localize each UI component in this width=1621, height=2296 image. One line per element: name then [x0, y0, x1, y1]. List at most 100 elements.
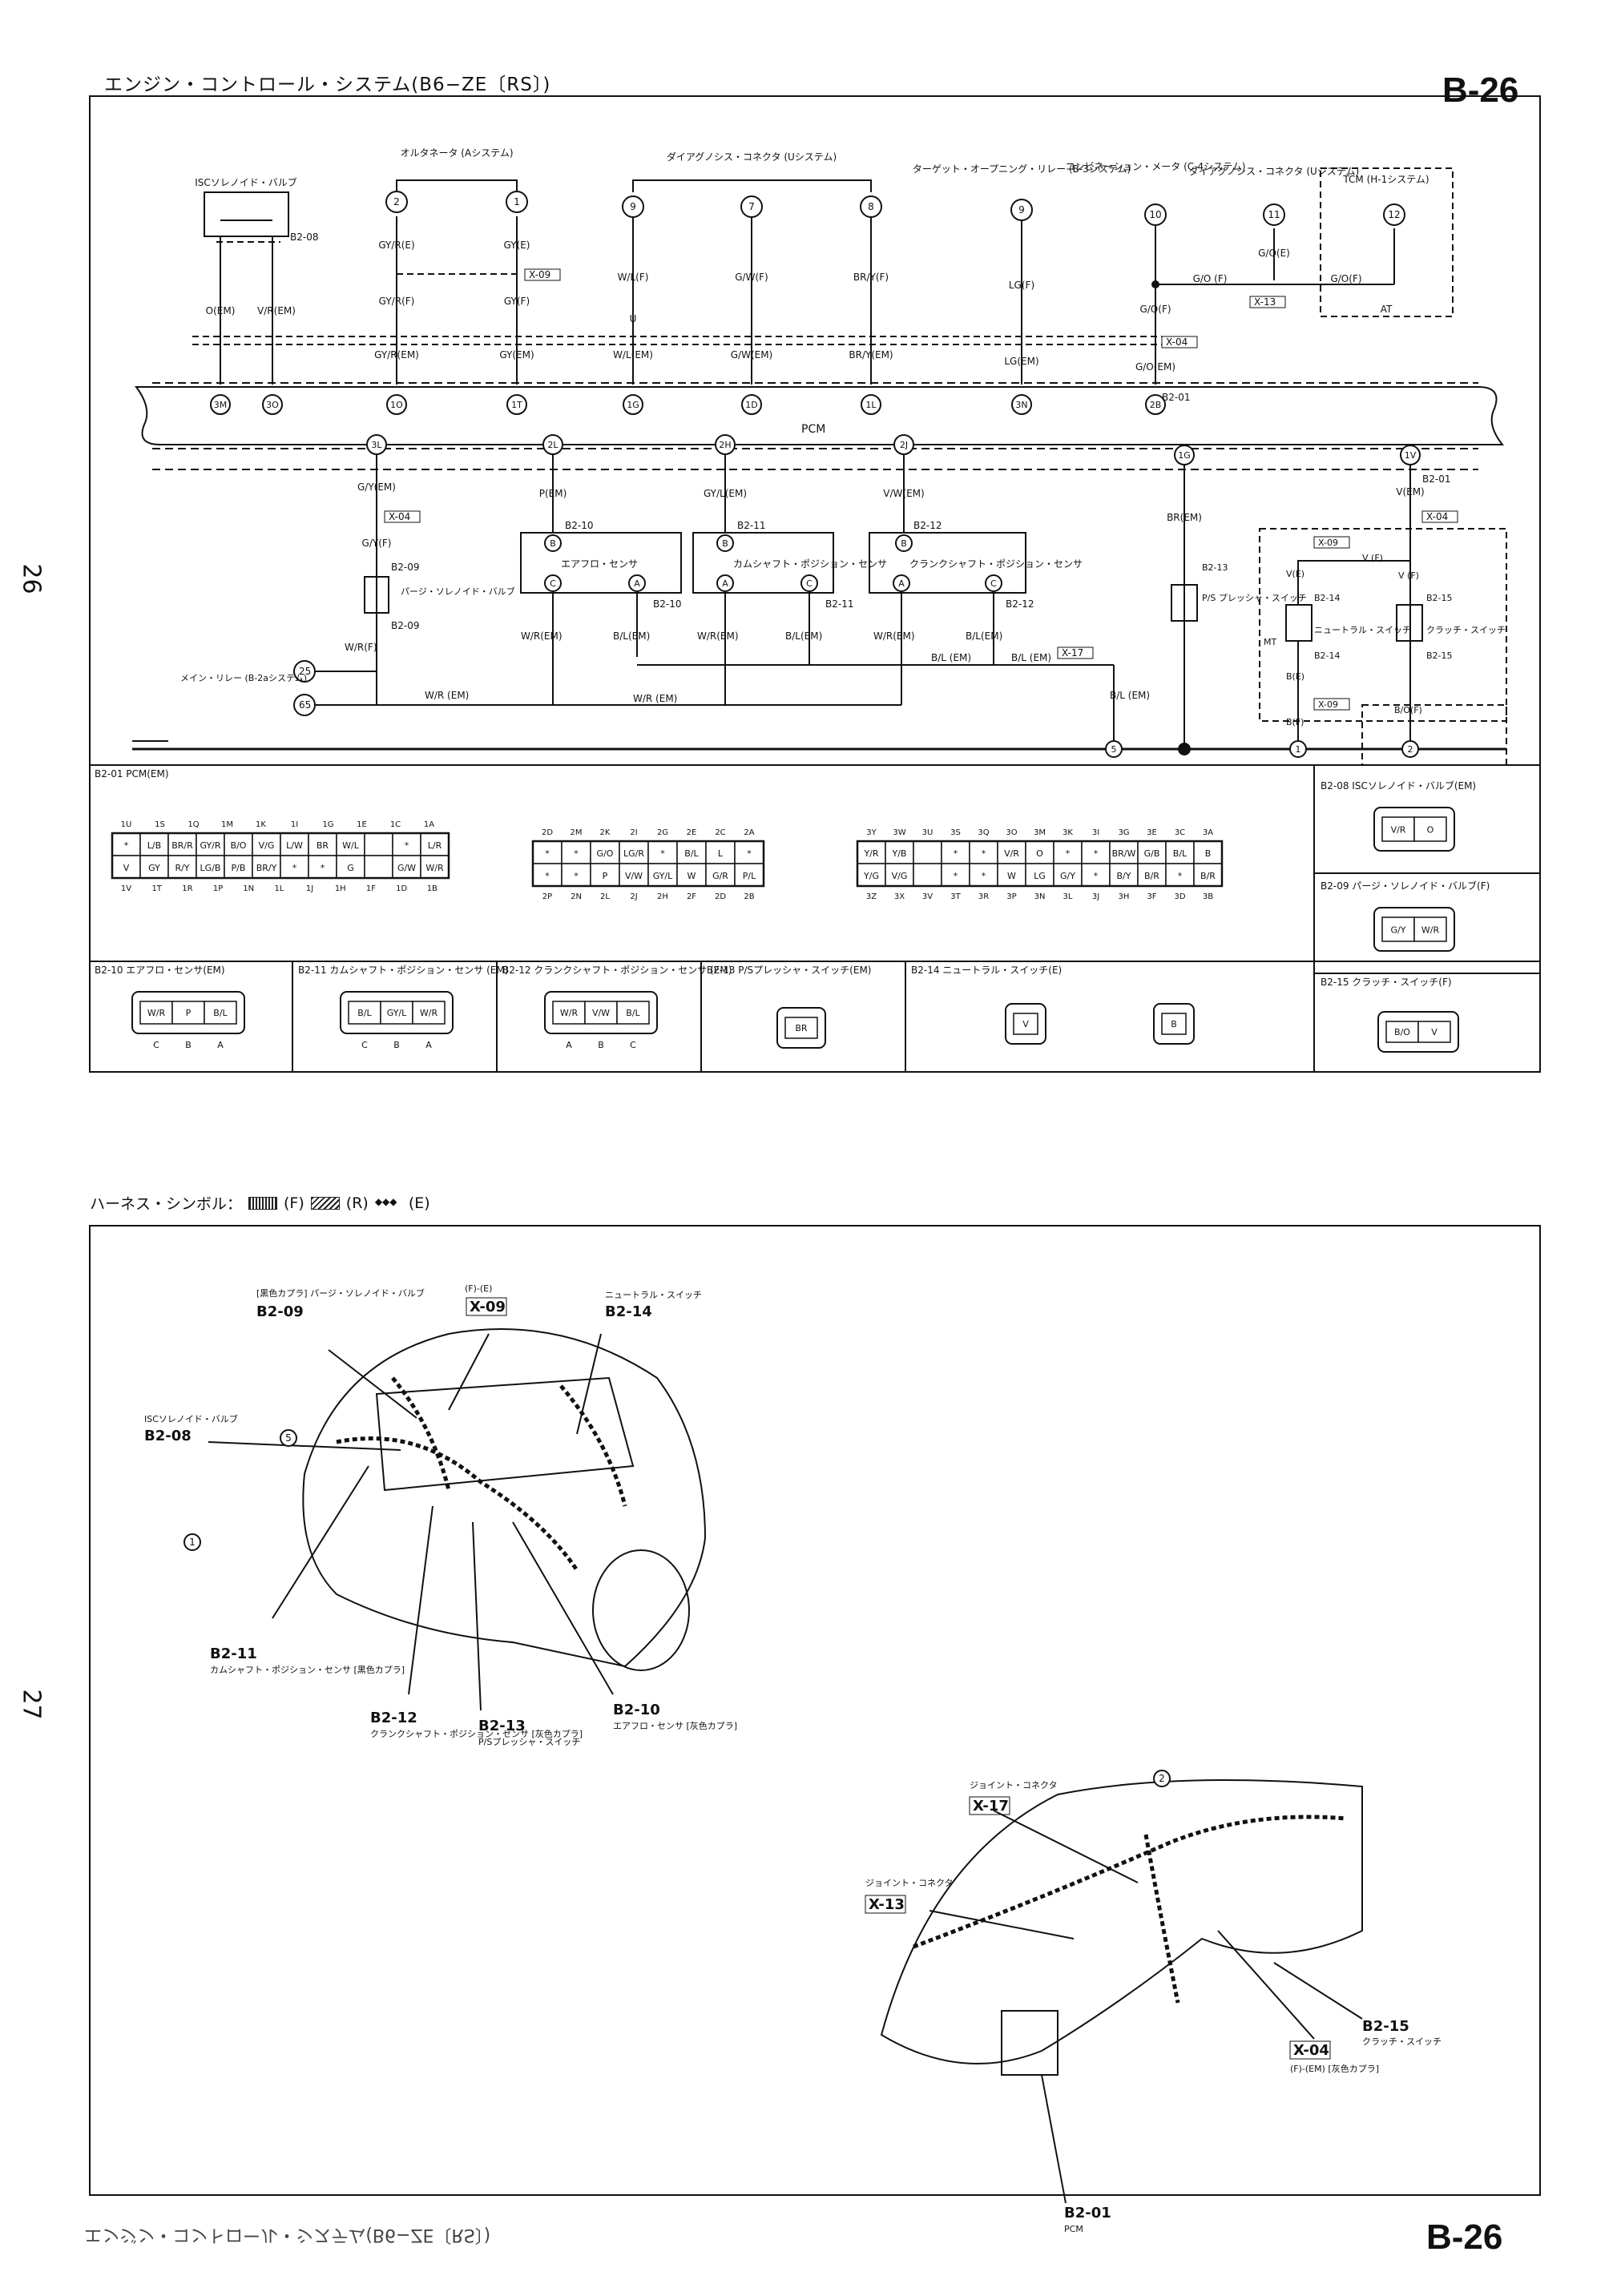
- svg-text:BR/Y(F): BR/Y(F): [853, 272, 889, 283]
- pin-value: W/R: [147, 1008, 166, 1018]
- svg-text:ジョイント・コネクタ: ジョイント・コネクタ: [865, 1878, 954, 1888]
- svg-text:B2-10: B2-10: [613, 1702, 660, 1718]
- pin-number: 3K: [1063, 828, 1073, 837]
- pin-value: W/R: [425, 863, 444, 873]
- purge-solenoid-box: [364, 576, 389, 614]
- pin-value: G/O: [597, 848, 614, 859]
- pin-value: V/G: [259, 840, 275, 851]
- pin-number: 3Q: [978, 828, 989, 837]
- svg-text:B2-12: B2-12: [913, 520, 942, 531]
- svg-text:X-09: X-09: [1318, 699, 1338, 710]
- svg-text:BR/Y(EM): BR/Y(EM): [849, 349, 893, 361]
- pin-value: *: [660, 848, 665, 859]
- pin-value: *: [574, 848, 579, 859]
- pin-value: R/Y: [175, 863, 189, 873]
- svg-text:BR(EM): BR(EM): [1167, 512, 1202, 523]
- svg-text:カムシャフト・ポジション・センサ: カムシャフト・ポジション・センサ: [733, 558, 887, 570]
- pin-number: 2K: [600, 828, 611, 837]
- pin-number: 3Z: [866, 892, 877, 901]
- pin-number: 3H: [1119, 892, 1130, 901]
- svg-text:P/S プレッシャ・スイッチ: P/S プレッシャ・スイッチ: [1202, 593, 1307, 603]
- pin-value: G/W: [397, 863, 416, 873]
- svg-text:X-09: X-09: [470, 1299, 506, 1315]
- svg-text:G/W(F): G/W(F): [735, 272, 768, 283]
- pin-value: BR/Y: [256, 863, 277, 873]
- pin-number: 3X: [894, 892, 905, 901]
- pin-number: 3C: [1175, 828, 1185, 837]
- svg-text:B2-13: B2-13: [1202, 562, 1228, 573]
- svg-text:エアフロ・センサ: エアフロ・センサ: [561, 558, 638, 570]
- isc-name: ISCソレノイド・バルブ: [195, 176, 297, 188]
- pin-number: 3V: [922, 892, 933, 901]
- svg-text:ISCソレノイド・バルブ: ISCソレノイド・バルブ: [144, 1413, 238, 1424]
- pin-value: V: [1022, 1019, 1029, 1029]
- pin-value: Y/R: [863, 848, 878, 859]
- pin-number: 1P: [213, 884, 223, 893]
- pin-letter: B: [598, 1040, 604, 1050]
- pin-value: L/R: [428, 840, 442, 851]
- pin-number: 3A: [1203, 828, 1213, 837]
- engine-bay-outline: [302, 1328, 707, 1668]
- svg-text:V/R(EM): V/R(EM): [257, 305, 296, 316]
- pin-value: W: [688, 871, 696, 881]
- svg-text:パージ・ソレノイド・バルブ: パージ・ソレノイド・バルブ: [401, 586, 515, 597]
- pin-cell: [380, 1001, 413, 1025]
- svg-text:G/Y(F): G/Y(F): [362, 538, 392, 549]
- pin-number: 2G: [657, 828, 668, 837]
- svg-text:A: A: [898, 578, 905, 589]
- tcm-note: AT: [1381, 304, 1393, 315]
- svg-text:2: 2: [1408, 744, 1413, 755]
- svg-text:1G: 1G: [1178, 450, 1191, 461]
- pin-number: 1B: [427, 884, 438, 893]
- pin-cell: [941, 840, 970, 864]
- svg-text:5: 5: [1111, 744, 1117, 755]
- pin-number: 3Y: [866, 828, 877, 837]
- pin-value: LG/B: [200, 863, 221, 873]
- svg-text:A: A: [722, 578, 728, 589]
- pin-number: 3L: [1063, 892, 1073, 901]
- svg-text:3L: 3L: [371, 440, 382, 450]
- pin-value: P: [186, 1008, 192, 1018]
- svg-text:G/O(E): G/O(E): [1258, 248, 1290, 259]
- svg-text:B/L(EM): B/L(EM): [966, 630, 1002, 642]
- alt-name: オルタネータ (Aシステム): [400, 147, 513, 159]
- pin-value: W/R: [420, 1008, 438, 1018]
- svg-text:X-13: X-13: [869, 1896, 905, 1913]
- pin-value: V/W: [592, 1008, 610, 1018]
- svg-text:1: 1: [514, 196, 520, 207]
- pin-number: 1E: [357, 820, 367, 829]
- pin-number: 2N: [571, 892, 582, 901]
- svg-text:X-04: X-04: [1426, 511, 1448, 522]
- svg-text:G/O(F): G/O(F): [1330, 273, 1361, 284]
- pin-number: 3O: [1006, 828, 1017, 837]
- pin-number: 2F: [687, 892, 696, 901]
- pin-value: L/W: [286, 840, 303, 851]
- pin-value: *: [954, 871, 958, 881]
- pin-letter: C: [361, 1040, 368, 1050]
- svg-text:GY(F): GY(F): [504, 296, 530, 307]
- svg-text:X-04: X-04: [1293, 2042, 1329, 2059]
- pin-value: *: [545, 871, 550, 881]
- pin-cell: [941, 863, 970, 887]
- svg-text:W/R (EM): W/R (EM): [425, 690, 469, 701]
- target-name: ターゲット・オープニング・リレー (B-3システム): [913, 163, 1131, 175]
- svg-text:B2-12: B2-12: [370, 1710, 417, 1726]
- svg-text:X-13: X-13: [1254, 296, 1276, 308]
- pin-number: 3E: [1147, 828, 1157, 837]
- svg-text:5: 5: [285, 1432, 292, 1444]
- pin-cell: [204, 1001, 237, 1025]
- pin-number: 2L: [600, 892, 610, 901]
- svg-text:12: 12: [1388, 209, 1400, 220]
- pin-cell: [584, 1001, 618, 1025]
- pin-value: V/R: [1391, 825, 1406, 836]
- svg-text:LG(F): LG(F): [1009, 280, 1034, 291]
- svg-text:B2-11 カムシャフト・ポジション・センサ (EM): B2-11 カムシャフト・ポジション・センサ (EM): [298, 965, 508, 976]
- pin-number: 3G: [1118, 828, 1129, 837]
- svg-text:B/L(EM): B/L(EM): [785, 630, 822, 642]
- pin-value: W/L: [342, 840, 360, 851]
- svg-text:クランクシャフト・ポジション・センサ: クランクシャフト・ポジション・センサ: [909, 558, 1083, 570]
- svg-text:X-17: X-17: [1062, 647, 1083, 659]
- b213-connector: BR: [776, 1007, 826, 1049]
- pin-value: *: [405, 840, 409, 851]
- pin-value: *: [747, 848, 752, 859]
